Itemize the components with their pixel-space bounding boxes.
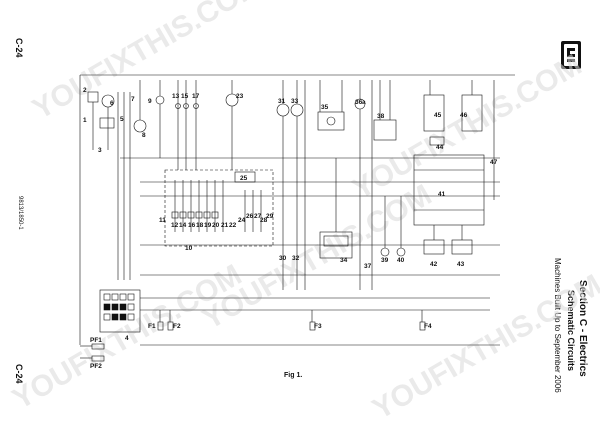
label-18: 18 xyxy=(196,222,204,229)
label-29: 29 xyxy=(266,213,274,220)
label-22: 22 xyxy=(229,222,237,229)
watermark-5: YOUFIXTHIS.COM xyxy=(367,268,600,424)
label-PF1: PF1 xyxy=(90,337,102,344)
label-4: 4 xyxy=(125,335,129,342)
label-13: 13 xyxy=(172,93,180,100)
watermark-1: YOUFIXTHIS.COM xyxy=(27,0,267,126)
label-32: 32 xyxy=(292,255,300,262)
label-12: 12 xyxy=(171,222,179,229)
label-36: 36 xyxy=(355,99,363,106)
label-2: 2 xyxy=(83,87,87,94)
label-F2: F2 xyxy=(173,323,181,330)
label-3: 3 xyxy=(98,147,102,154)
label-1: 1 xyxy=(83,117,87,124)
label-F1: F1 xyxy=(148,323,156,330)
label-38: 38 xyxy=(377,113,385,120)
label-37: 37 xyxy=(364,263,372,270)
label-30: 30 xyxy=(279,255,287,262)
label-45: 45 xyxy=(434,112,442,119)
label-11: 11 xyxy=(159,217,166,224)
figure-caption: Fig 1. xyxy=(284,372,303,379)
label-28: 28 xyxy=(260,217,268,224)
label-25: 25 xyxy=(240,175,248,182)
label-24: 24 xyxy=(238,217,246,224)
label-20: 20 xyxy=(212,222,220,229)
label-34: 34 xyxy=(340,257,348,264)
label-14: 14 xyxy=(179,222,187,229)
label-31: 31 xyxy=(278,98,286,105)
label-35: 35 xyxy=(321,104,329,111)
label-41: 41 xyxy=(438,191,446,198)
label-F4: F4 xyxy=(424,323,432,330)
label-10: 10 xyxy=(185,245,193,252)
watermark: YOUFIXTHIS.COM YOUFIXTHIS.COM YOUFIXTHIS… xyxy=(7,0,600,424)
label-16: 16 xyxy=(188,222,196,229)
label-47: 47 xyxy=(490,159,498,166)
label-PF2: PF2 xyxy=(90,363,102,370)
watermark-3: YOUFIXTHIS.COM xyxy=(347,48,587,206)
label-17: 17 xyxy=(192,93,200,100)
label-39: 39 xyxy=(381,257,389,264)
label-6: 6 xyxy=(110,100,114,107)
label-9: 9 xyxy=(148,98,152,105)
label-F3: F3 xyxy=(314,323,322,330)
label-21: 21 xyxy=(221,222,229,229)
label-15: 15 xyxy=(181,93,189,100)
label-33: 33 xyxy=(291,98,299,105)
label-36a: a xyxy=(362,99,366,106)
label-46: 46 xyxy=(460,112,468,119)
label-40: 40 xyxy=(397,257,405,264)
label-5: 5 xyxy=(120,116,124,123)
label-43: 43 xyxy=(457,261,465,268)
label-44: 44 xyxy=(436,144,444,151)
label-42: 42 xyxy=(430,261,438,268)
label-27: 27 xyxy=(254,213,262,220)
label-23: 23 xyxy=(236,93,244,100)
component-labels: 1 2 3 4 5 6 7 8 9 10 11 12 13 14 15 16 1… xyxy=(83,87,498,370)
jcb-logo-icon xyxy=(561,41,581,69)
wiring xyxy=(79,74,515,362)
label-26: 26 xyxy=(246,213,254,220)
label-19: 19 xyxy=(204,222,212,229)
label-7: 7 xyxy=(131,96,135,103)
label-8: 8 xyxy=(142,132,146,139)
